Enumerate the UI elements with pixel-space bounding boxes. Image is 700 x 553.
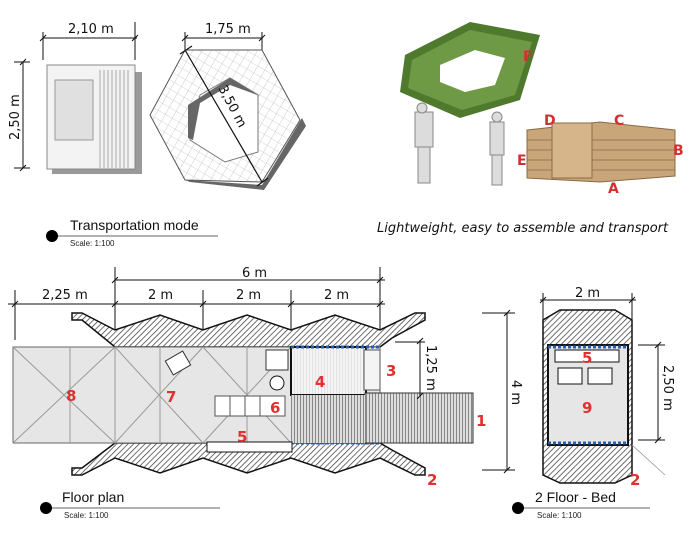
label-A: A [608, 181, 619, 197]
dim-span-1: 2,25 m [42, 288, 88, 303]
folded-panels-stack [46, 64, 142, 174]
floor-plan: 6 m 2,25 m 2 m 2 m 2 m 1,25 m 4 m 8 7 6 … [8, 266, 523, 520]
assembly-photo: F D C B E A [400, 22, 684, 197]
dim-depth: 4 m [508, 380, 523, 405]
bed-plan-scale: Scale: 1:100 [537, 511, 582, 520]
bed-label-9: 9 [582, 399, 592, 417]
label-2: 2 [427, 471, 437, 489]
bed-plan-title: 2 Floor - Bed [535, 489, 616, 505]
dim-total: 6 m [242, 266, 267, 281]
green-panel-module [400, 22, 540, 118]
photo-caption: Lightweight, easy to assemble and transp… [377, 221, 669, 236]
bed-plan: 2 m 2,50 m 5 9 2 2 Floor - Bed Scale: 1:… [512, 286, 675, 520]
bed-dim-width: 2 m [575, 286, 600, 301]
bed-label-5: 5 [582, 349, 592, 367]
cardboard-tubes [526, 121, 676, 183]
bed-label-2: 2 [630, 471, 640, 489]
hexagon-module [149, 49, 306, 190]
floor-plan-scale: Scale: 1:100 [64, 511, 109, 520]
worker-figures [414, 102, 505, 186]
label-F: F [523, 49, 533, 65]
floor-plan-title: Floor plan [62, 489, 124, 505]
dim-width: 2,10 m [68, 22, 114, 37]
label-3: 3 [386, 362, 396, 380]
dim-span-3: 2 m [236, 288, 261, 303]
dim-hex-side: 1,75 m [205, 22, 251, 37]
label-4: 4 [315, 373, 325, 391]
label-6: 6 [270, 399, 280, 417]
label-7: 7 [166, 388, 176, 406]
label-8: 8 [66, 387, 76, 405]
label-D: D [544, 113, 556, 129]
label-1: 1 [476, 412, 486, 430]
label-B: B [673, 143, 684, 159]
label-5: 5 [237, 428, 247, 446]
dim-span-2: 2 m [148, 288, 173, 303]
dim-span-4: 2 m [324, 288, 349, 303]
label-E: E [517, 153, 527, 169]
label-C: C [614, 113, 624, 129]
dim-bath: 1,25 m [423, 345, 438, 391]
transport-drawing: 2,10 m 2,50 m 1,75 m 3,50 m Transportati… [8, 22, 306, 248]
transport-scale: Scale: 1:100 [70, 239, 115, 248]
transport-title: Transportation mode [70, 217, 199, 233]
bed-dim-height: 2,50 m [660, 365, 675, 411]
dim-height: 2,50 m [8, 94, 23, 140]
